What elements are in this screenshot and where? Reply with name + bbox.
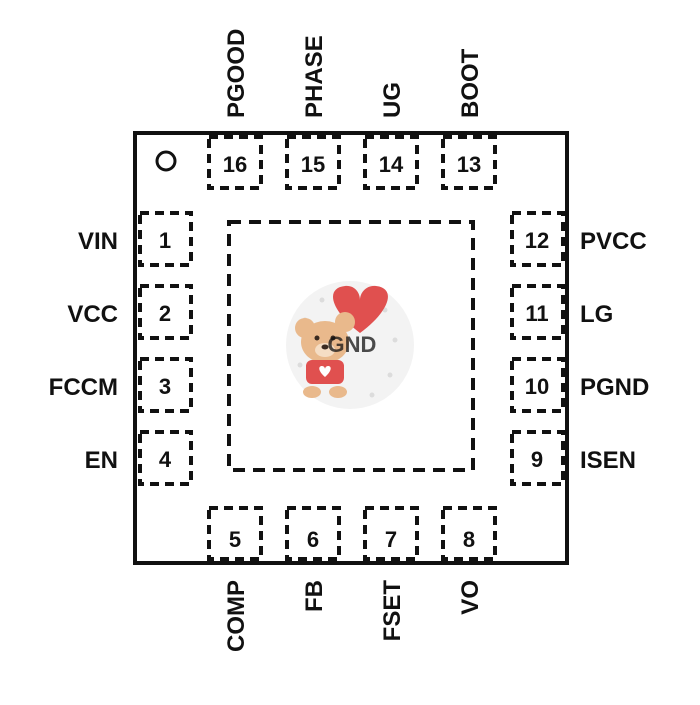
pin-name: PHASE [301, 35, 328, 118]
pin-name: COMP [223, 580, 250, 652]
pin-name: FCCM [49, 374, 118, 401]
pin-11: 11 LG [510, 284, 613, 340]
pin-name: VIN [78, 228, 118, 255]
pin-name: UG [379, 82, 406, 118]
pin-pad [510, 211, 565, 267]
pin-pad [138, 284, 193, 340]
pin-4: 4 EN [85, 430, 193, 486]
pin-pad [285, 135, 341, 190]
pin-name: VO [457, 580, 484, 615]
pin-pad [207, 135, 263, 190]
pin-pad [510, 284, 565, 340]
pin-number: 11 [525, 301, 548, 326]
pin-number: 12 [525, 228, 549, 253]
pin-1: 1 VIN [78, 211, 193, 267]
pin-pad [441, 506, 497, 561]
pin-number: 2 [159, 301, 171, 326]
pin-9: 9 ISEN [510, 430, 636, 486]
pin-name: VCC [67, 301, 118, 328]
pin-pad [138, 357, 193, 413]
pin-pad [138, 430, 193, 486]
pin-pad [363, 135, 419, 190]
pin-pad [138, 211, 193, 267]
pin-3: 3 FCCM [49, 357, 193, 413]
pin-name: ISEN [580, 447, 636, 474]
pin-14: 14 UG [363, 82, 419, 190]
pin-2: 2 VCC [67, 284, 193, 340]
pin-pad [285, 506, 341, 561]
pin-name: FB [301, 580, 328, 612]
pin-name: PVCC [580, 228, 647, 255]
pin-name: EN [85, 447, 118, 474]
pin-name: PGOOD [223, 29, 250, 118]
pin-number: 16 [223, 152, 247, 177]
pin-number: 9 [531, 447, 543, 472]
pin-number: 6 [307, 527, 319, 552]
pin-number: 14 [379, 152, 404, 177]
pin-number: 15 [301, 152, 325, 177]
pin-8: 8VO [441, 506, 497, 615]
pin-10: 10 PGND [510, 357, 649, 413]
pin-number: 1 [159, 228, 171, 253]
pin1-marker-icon [155, 150, 177, 172]
pin-pad [207, 506, 263, 561]
pin-number: 4 [159, 447, 172, 472]
pin-pad [510, 430, 565, 486]
pin-number: 7 [385, 527, 397, 552]
pin-number: 3 [159, 374, 171, 399]
pin-name: BOOT [457, 48, 484, 118]
pin-number: 13 [457, 152, 481, 177]
pin-6: 6FB [285, 506, 341, 612]
pin-name: PGND [580, 374, 649, 401]
pin-pad [441, 135, 497, 190]
pin-15: 15 PHASE [285, 35, 341, 190]
pin-name: FSET [379, 580, 406, 642]
pin-12: 12 PVCC [510, 211, 647, 267]
exposed-pad [227, 220, 475, 472]
pin-number: 5 [229, 527, 241, 552]
pin-pad [510, 357, 565, 413]
pin-number: 10 [525, 374, 549, 399]
pin-16: 16 PGOOD [207, 29, 263, 190]
teddy-bear-heart-balloon-icon [286, 281, 414, 409]
pin-name: LG [580, 301, 613, 328]
pin-pad [363, 506, 419, 561]
pin-13: 13 BOOT [441, 48, 497, 190]
center-pad-label: GND [328, 332, 377, 357]
pin-number: 8 [463, 527, 475, 552]
